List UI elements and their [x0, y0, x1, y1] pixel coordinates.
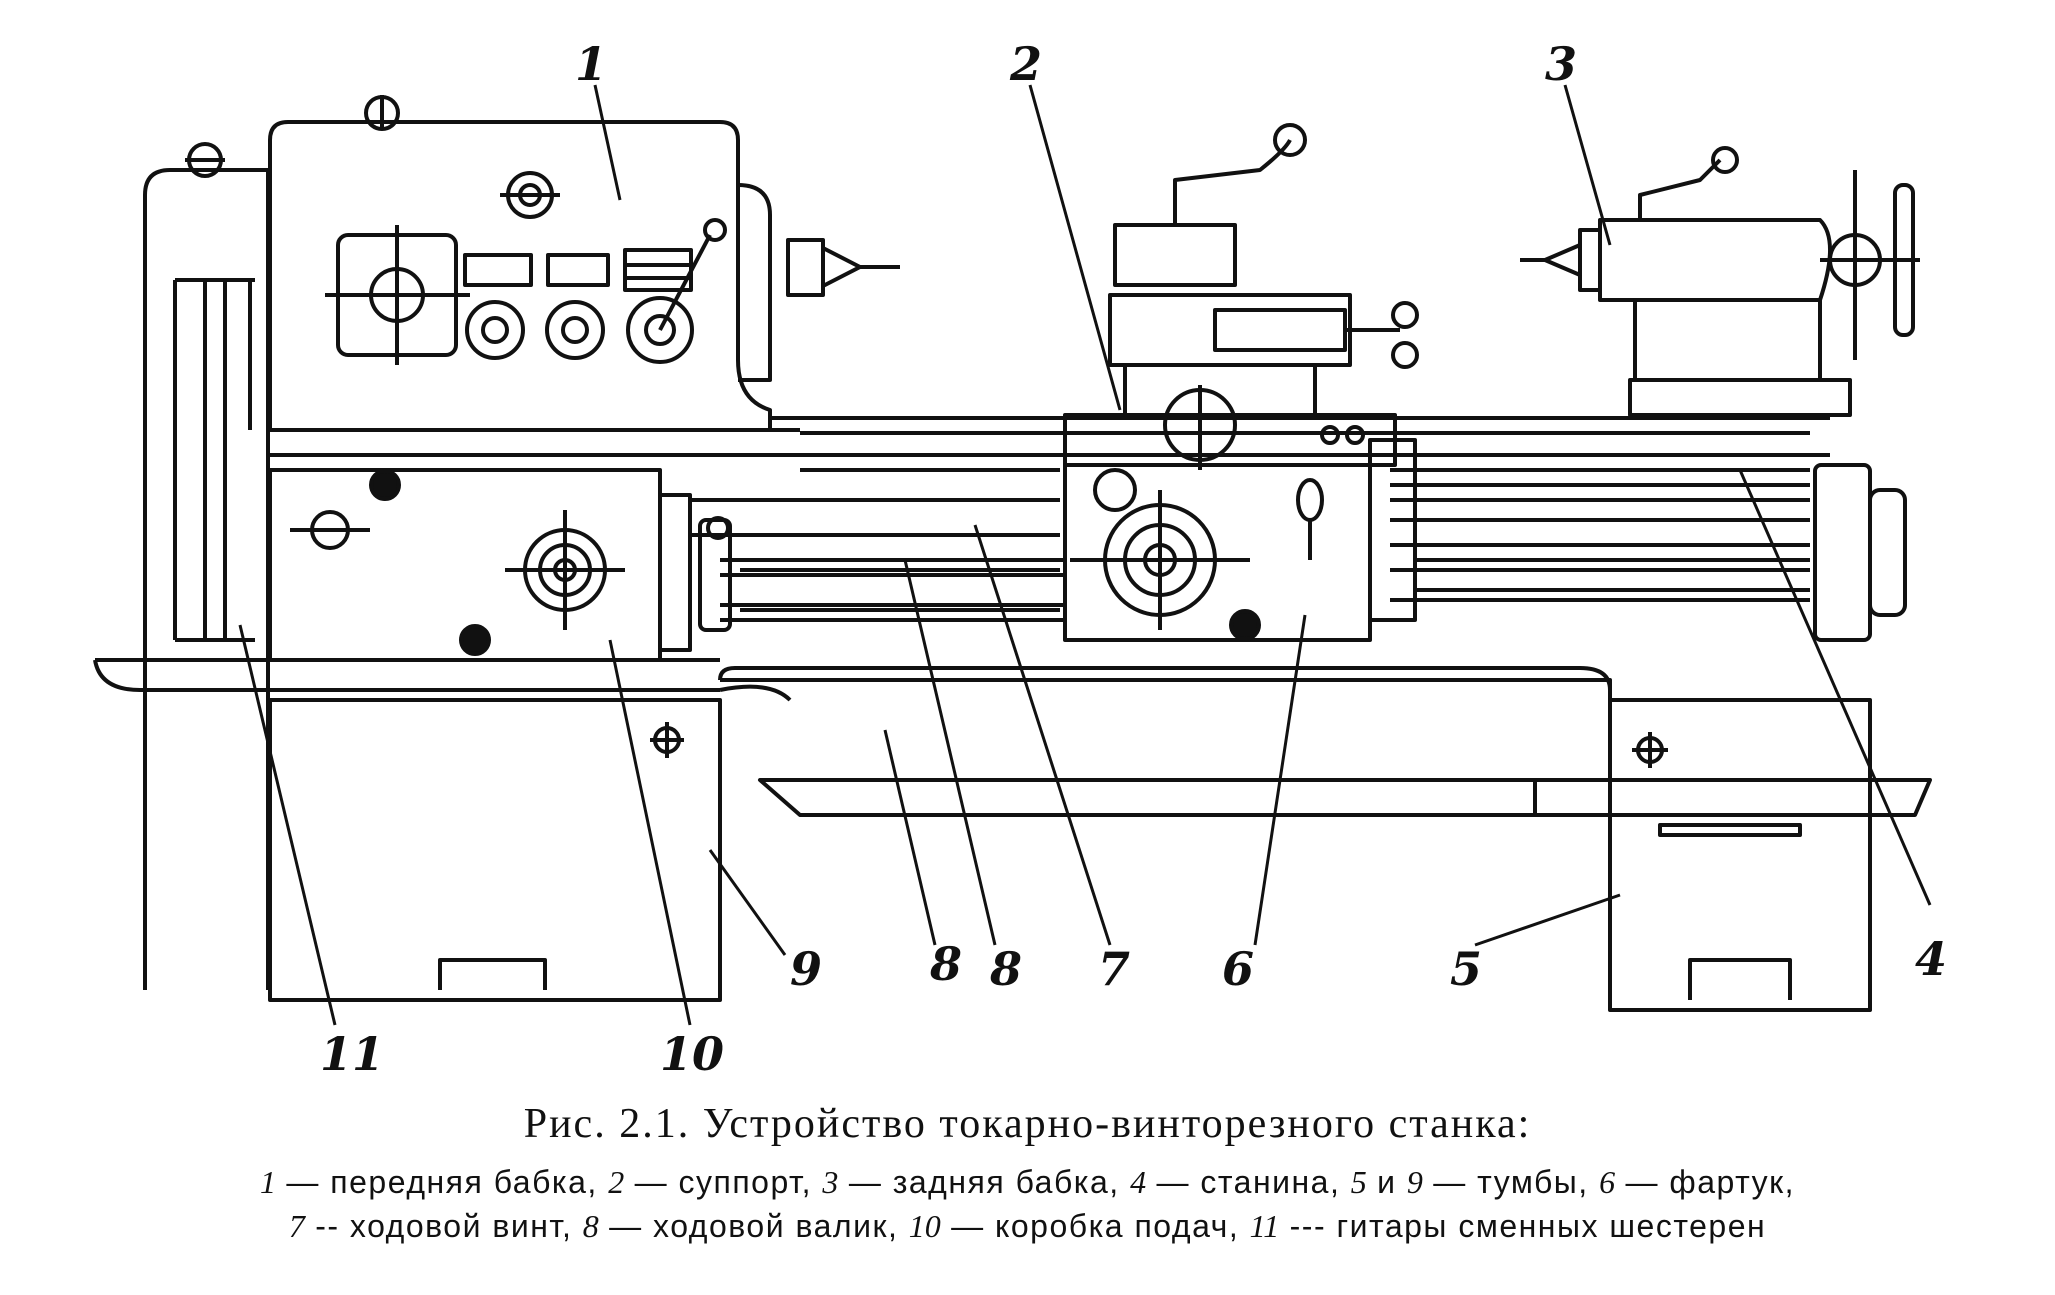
legend-number: 3 — [822, 1164, 839, 1200]
figure-caption: Рис. 2.1. Устройство токарно-винторезног… — [0, 1100, 2055, 1248]
screw-and-shaft-drawing — [698, 516, 1810, 632]
legend-description: — фартук, — [1615, 1164, 1795, 1200]
headstock-drawing — [268, 95, 900, 432]
apron-drawing — [1063, 425, 1417, 642]
callout-10: 10 — [660, 1027, 724, 1081]
legend-number: 6 — [1599, 1164, 1616, 1200]
gear-guard-drawing — [143, 142, 270, 990]
callout-1: 1 — [575, 37, 607, 91]
legend-description: — станина, — [1146, 1164, 1351, 1200]
callout-5: 5 — [1450, 942, 1482, 996]
callout-9: 9 — [790, 942, 822, 996]
callout-2: 2 — [1009, 37, 1042, 91]
bed-drawing — [270, 416, 1907, 642]
legend-number: 7 — [288, 1208, 305, 1244]
legend-description: -- ходовой винт, — [304, 1208, 583, 1244]
legend-description: --- гитары сменных шестерен — [1279, 1208, 1767, 1244]
legend-description: — задняя бабка, — [838, 1164, 1131, 1200]
legend-description: — коробка подач, — [940, 1208, 1250, 1244]
callout-11: 11 — [320, 1027, 384, 1081]
legend-number: 5 — [1350, 1164, 1367, 1200]
callout-4: 4 — [1915, 932, 1947, 986]
legend-description: — тумбы, — [1422, 1164, 1600, 1200]
callout-8-screw: 8 — [989, 942, 1022, 996]
caption-legend-line-2: 7 -- ходовой винт, 8 — ходовой валик, 10… — [0, 1204, 2055, 1248]
legend-number: 11 — [1249, 1208, 1280, 1244]
caption-title: Рис. 2.1. Устройство токарно-винторезног… — [523, 1101, 1532, 1147]
legend-description: — ходовой валик, — [598, 1208, 909, 1244]
legend-description: — суппорт, — [624, 1164, 823, 1200]
callout-labels: 1 2 3 4 5 6 7 8 8 9 10 11 — [320, 37, 1947, 1081]
legend-description: — передняя бабка, — [276, 1164, 609, 1200]
legend-number: 4 — [1130, 1164, 1147, 1200]
legend-description: и — [1366, 1164, 1407, 1200]
legend-number: 9 — [1406, 1164, 1423, 1200]
callout-8-shaft: 8 — [929, 937, 962, 991]
legend-number: 1 — [260, 1164, 277, 1200]
cabinets-drawing — [93, 658, 1932, 1012]
legend-number: 10 — [908, 1208, 941, 1244]
caption-legend-line-1: 1 — передняя бабка, 2 — суппорт, 3 — зад… — [0, 1160, 2055, 1204]
callout-7: 7 — [1098, 942, 1130, 996]
legend-number: 8 — [582, 1208, 599, 1244]
legend-number: 2 — [608, 1164, 625, 1200]
leader-lines — [238, 84, 1932, 1026]
callout-3: 3 — [1545, 37, 1577, 91]
feed-box-drawing — [268, 468, 692, 662]
callout-6: 6 — [1222, 942, 1254, 996]
tailstock-drawing — [1520, 146, 1920, 417]
